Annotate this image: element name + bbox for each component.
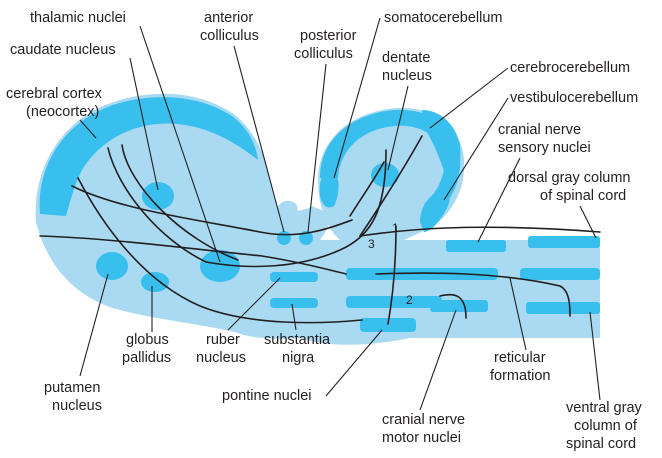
label-substantia-nigra-2: nigra xyxy=(282,350,315,366)
label-anterior-colliculus-2: colliculus xyxy=(200,28,259,44)
label-ventral-gray-1: ventral gray xyxy=(566,400,643,416)
leader-dorsal xyxy=(580,206,596,238)
label-cerebrocerebellum: cerebrocerebellum xyxy=(510,60,630,76)
leader-cerebro xyxy=(430,68,508,128)
label-reticular-1: reticular xyxy=(494,350,546,366)
label-ruber-nucleus-1: ruber xyxy=(206,332,240,348)
ventral-gray-shape xyxy=(526,302,600,314)
label-ruber-nucleus-2: nucleus xyxy=(196,350,246,366)
label-cerebral-cortex-2: (neocortex) xyxy=(26,104,99,120)
label-putamen-1: putamen xyxy=(44,380,100,396)
pathway-number-3: 3 xyxy=(368,237,375,251)
label-cranial-sensory-1: cranial nerve xyxy=(498,122,581,138)
globus-pallidus-shape xyxy=(141,272,169,292)
label-cranial-motor-2: motor nuclei xyxy=(382,430,461,446)
leader-sensory xyxy=(478,158,520,242)
label-cranial-motor-1: cranial nerve xyxy=(382,412,465,428)
putamen-shape xyxy=(96,252,128,280)
label-anterior-colliculus-1: anterior xyxy=(204,10,253,26)
label-posterior-colliculus-2: colliculus xyxy=(294,46,353,62)
label-caudate-nucleus: caudate nucleus xyxy=(10,42,116,58)
label-dentate-nucleus-2: nucleus xyxy=(382,68,432,84)
pathway-number-2: 2 xyxy=(406,293,413,307)
label-globus-pallidus-1: globus xyxy=(126,332,169,348)
label-thalamic-nuclei: thalamic nuclei xyxy=(30,10,126,26)
dorsal-gray-shape xyxy=(528,236,600,248)
label-putamen-2: nucleus xyxy=(52,398,102,414)
label-vestibulocerebellum: vestibulocerebellum xyxy=(510,90,638,106)
label-reticular-2: formation xyxy=(490,368,550,384)
label-globus-pallidus-2: pallidus xyxy=(122,350,171,366)
label-pontine-nuclei: pontine nuclei xyxy=(222,388,312,404)
label-dorsal-gray-1: dorsal gray column xyxy=(508,170,631,186)
label-somatocerebellum: somatocerebellum xyxy=(384,10,502,26)
substantia-nigra-shape xyxy=(270,298,318,308)
anterior-colliculus-shape xyxy=(277,231,291,245)
label-ventral-gray-2: column of xyxy=(574,418,638,434)
label-posterior-colliculus-1: posterior xyxy=(300,28,357,44)
label-cranial-sensory-2: sensory nuclei xyxy=(498,140,591,156)
reticular-shape-3 xyxy=(346,296,442,308)
cranial-sensory-shape xyxy=(446,240,506,252)
label-cerebral-cortex-1: cerebral cortex xyxy=(6,86,103,102)
reticular-shape-2 xyxy=(520,268,600,280)
cranial-motor-shape xyxy=(430,300,488,312)
label-dorsal-gray-2: of spinal cord xyxy=(540,188,626,204)
label-ventral-gray-3: spinal cord xyxy=(566,436,636,452)
label-dentate-nucleus-1: dentate xyxy=(382,50,430,66)
label-substantia-nigra-1: substantia xyxy=(264,332,331,348)
pathway-number-1: 1 xyxy=(392,221,399,235)
